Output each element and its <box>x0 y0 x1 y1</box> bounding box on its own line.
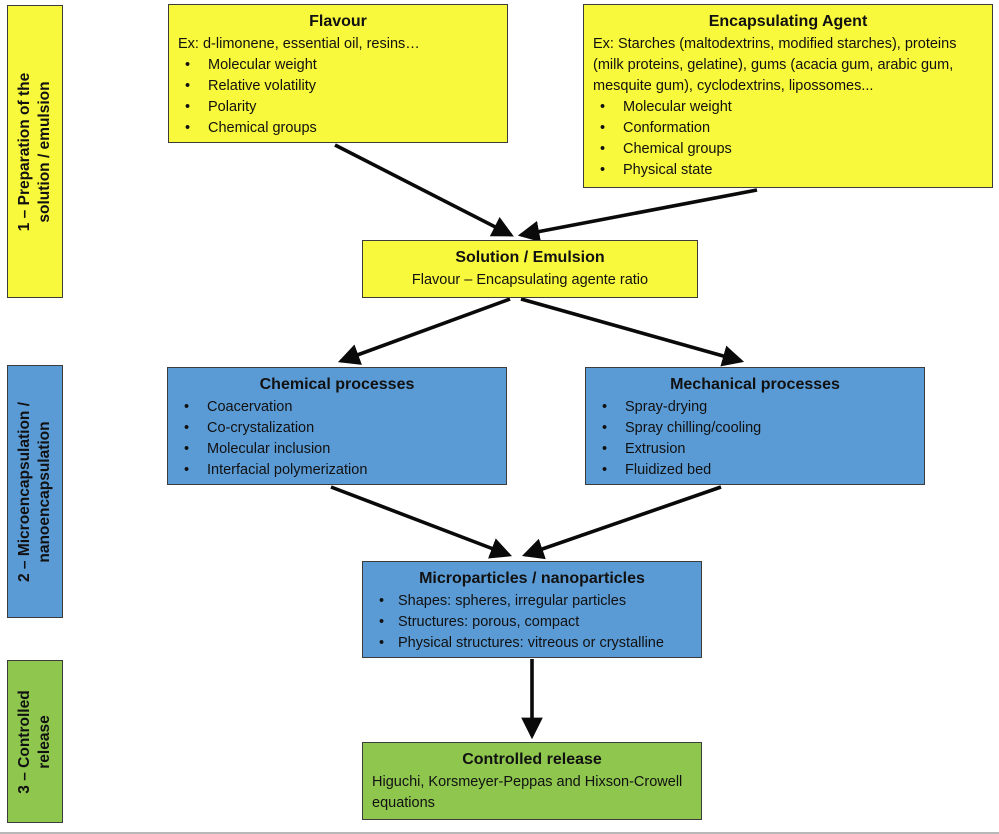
controlled-release-box: Controlled release Higuchi, Korsmeyer-Pe… <box>362 742 702 820</box>
bullet-icon: • <box>185 99 191 115</box>
bullet-text: Spray-drying <box>625 399 708 415</box>
bullet-text: Coacervation <box>207 399 293 415</box>
microparticles-box: Microparticles / nanoparticles • Shapes: … <box>362 561 702 658</box>
arrow-solution-to-mechanical <box>520 297 745 367</box>
bullet-icon: • <box>602 462 608 478</box>
bullet-icon: • <box>184 462 190 478</box>
bullet-item: • Physical state <box>593 160 983 181</box>
bullet-icon: • <box>602 441 608 457</box>
bullet-text: Interfacial polymerization <box>207 462 368 478</box>
encapsulating-agent-title: Encapsulating Agent <box>708 13 868 30</box>
figure-bottom-border <box>0 832 999 834</box>
bullet-icon: • <box>185 57 191 73</box>
bullet-icon: • <box>600 141 606 157</box>
chemical-processes-title: Chemical processes <box>259 376 415 393</box>
arrow-solution-to-chemical <box>337 297 511 365</box>
microparticles-bullet-list: • Shapes: spheres, irregular particles • St… <box>372 591 692 654</box>
bullet-icon: • <box>602 399 608 415</box>
arrow-mechanical-to-microparticles <box>521 485 722 560</box>
arrow-flavour-to-solution <box>334 143 514 237</box>
bullet-item: • Polarity <box>178 97 498 118</box>
bullet-icon: • <box>185 78 191 94</box>
bullet-icon: • <box>184 399 190 415</box>
bullet-item: • Molecular weight <box>593 97 983 118</box>
sidebar-step-2-label: 2 – Microencapsulation / nanoencapsulati… <box>16 401 53 582</box>
bullet-item: • Molecular inclusion <box>177 439 497 460</box>
bullet-text: Spray chilling/cooling <box>625 420 762 436</box>
bullet-item: • Shapes: spheres, irregular particles <box>372 591 692 612</box>
bullet-text: Conformation <box>623 120 711 136</box>
bullet-text: Co-crystalization <box>207 420 315 436</box>
bullet-icon: • <box>184 441 190 457</box>
encapsulating-agent-box: Encapsulating Agent Ex: Starches (maltod… <box>583 4 993 188</box>
mechanical-processes-box: Mechanical processes • Spray-drying • Spray… <box>585 367 925 485</box>
bullet-icon: • <box>379 614 385 630</box>
bullet-item: • Co-crystalization <box>177 418 497 439</box>
bullet-item: • Physical structures: vitreous or crysta… <box>372 633 692 654</box>
bullet-item: • Interfacial polymerization <box>177 460 497 481</box>
arrow-chemical-to-microparticles <box>330 485 513 559</box>
bullet-item: • Extrusion <box>595 439 915 460</box>
flavour-box: Flavour Ex: d-limonene, essential oil, r… <box>168 4 508 143</box>
bullet-text: Polarity <box>208 99 257 115</box>
sidebar-step-1-preparation: 1 – Preparation of the solution / emulsi… <box>7 5 63 298</box>
flavour-intro: Ex: d-limonene, essential oil, resins… <box>178 36 420 52</box>
bullet-text: Molecular weight <box>623 99 732 115</box>
bullet-text: Molecular inclusion <box>207 441 331 457</box>
bullet-icon: • <box>600 120 606 136</box>
bullet-item: • Structures: porous, compact <box>372 612 692 633</box>
bullet-icon: • <box>600 162 606 178</box>
bullet-icon: • <box>185 120 191 136</box>
bullet-item: • Coacervation <box>177 397 497 418</box>
bullet-item: • Molecular weight <box>178 55 498 76</box>
bullet-text: Relative volatility <box>208 78 316 94</box>
bullet-text: Extrusion <box>625 441 686 457</box>
bullet-icon: • <box>379 635 385 651</box>
solution-emulsion-box: Solution / Emulsion Flavour – Encapsulat… <box>362 240 698 298</box>
solution-emulsion-title: Solution / Emulsion <box>455 249 605 266</box>
bullet-item: • Conformation <box>593 118 983 139</box>
mechanical-processes-bullet-list: • Spray-drying • Spray chilling/cooling • Ext… <box>595 397 915 481</box>
chemical-processes-box: Chemical processes • Coacervation • Co-crys… <box>167 367 507 485</box>
solution-emulsion-subtitle: Flavour – Encapsulating agente ratio <box>411 272 649 288</box>
bullet-text: Chemical groups <box>623 141 732 157</box>
bullet-text: Shapes: spheres, irregular particles <box>398 593 627 609</box>
bullet-item: • Fluidized bed <box>595 460 915 481</box>
chemical-processes-bullet-list: • Coacervation • Co-crystalization • Molecula… <box>177 397 497 481</box>
bullet-icon: • <box>379 593 385 609</box>
bullet-text: Structures: porous, compact <box>398 614 580 630</box>
bullet-text: Physical state <box>623 162 713 178</box>
bullet-item: • Relative volatility <box>178 76 498 97</box>
bullet-text: Physical structures: vitreous or crystal… <box>398 635 664 651</box>
flavour-title: Flavour <box>309 13 367 30</box>
bullet-text: Molecular weight <box>208 57 317 73</box>
sidebar-step-3-controlled-release: 3 – Controlled release <box>7 660 63 823</box>
bullet-item: • Chemical groups <box>593 139 983 160</box>
encapsulating-agent-bullet-list: • Molecular weight • Conformation • Chemical … <box>593 97 983 181</box>
flavour-bullet-list: • Molecular weight • Relative volatility • Po… <box>178 55 498 139</box>
bullet-item: • Spray-drying <box>595 397 915 418</box>
sidebar-step-3-label: 3 – Controlled release <box>16 689 53 794</box>
arrow-encapsulating-to-solution <box>517 188 758 243</box>
bullet-icon: • <box>600 99 606 115</box>
bullet-item: • Spray chilling/cooling <box>595 418 915 439</box>
mechanical-processes-title: Mechanical processes <box>670 376 840 393</box>
controlled-release-title: Controlled release <box>462 751 602 768</box>
bullet-text: Fluidized bed <box>625 462 712 478</box>
sidebar-step-2-microencapsulation: 2 – Microencapsulation / nanoencapsulati… <box>7 365 63 618</box>
bullet-item: • Chemical groups <box>178 118 498 139</box>
sidebar-step-1-label: 1 – Preparation of the solution / emulsi… <box>16 72 53 231</box>
bullet-icon: • <box>184 420 190 436</box>
bullet-text: Chemical groups <box>208 120 317 136</box>
controlled-release-body: Higuchi, Korsmeyer-Peppas and Hixson-Cro… <box>372 774 683 811</box>
bullet-icon: • <box>602 420 608 436</box>
microparticles-title: Microparticles / nanoparticles <box>419 570 645 587</box>
encapsulating-agent-intro: Ex: Starches (maltodextrins, modified st… <box>593 36 957 94</box>
